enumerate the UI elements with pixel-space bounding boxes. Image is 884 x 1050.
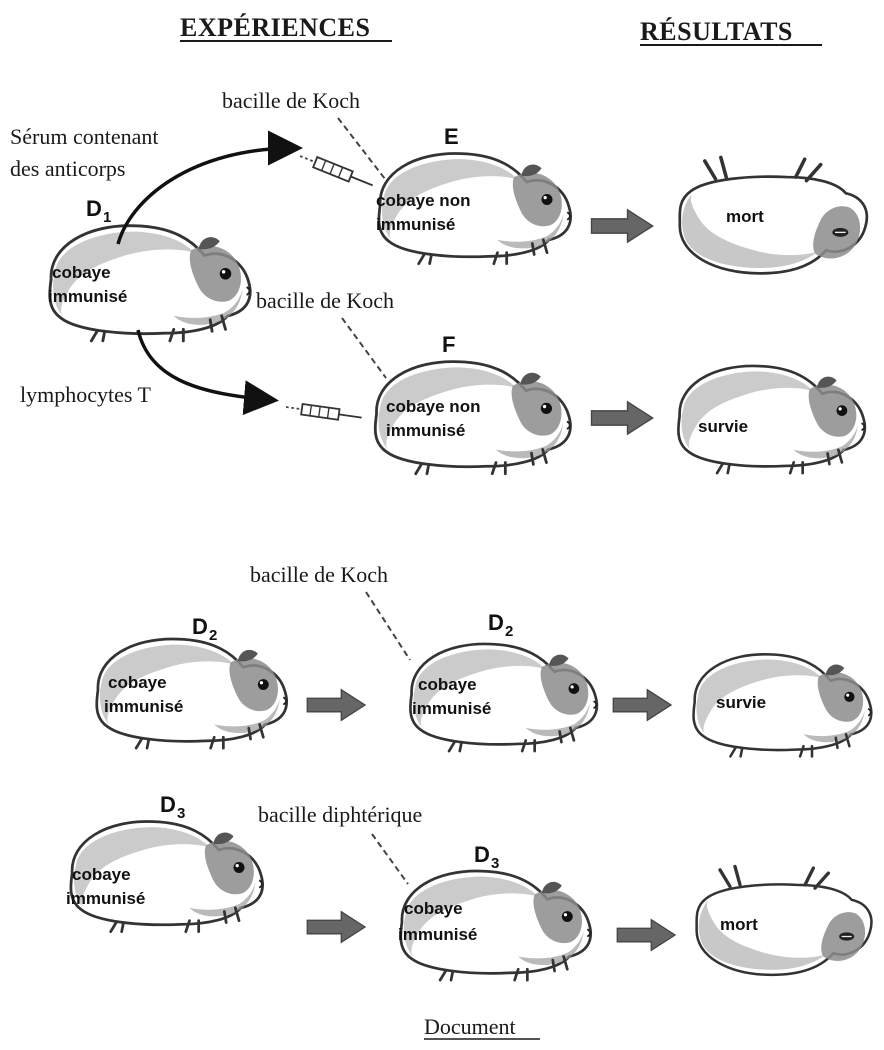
target-letter-f: F — [442, 332, 455, 357]
target-d3-label-line1: cobaye — [404, 899, 463, 918]
donor-d2-label-line2: immunisé — [104, 697, 183, 716]
injection-koch-line-d2 — [366, 592, 410, 660]
donor-d1-label-line1: cobaye — [52, 263, 111, 282]
donor-d3-label-line1: cobaye — [72, 865, 131, 884]
donor-letter-d2: D — [192, 614, 208, 639]
result-arrow-d3 — [617, 920, 675, 951]
donor-subscript-d3: 3 — [177, 805, 185, 822]
syringe-f-image — [285, 402, 362, 423]
result-arrow-f — [592, 402, 653, 434]
target-f-label-line2: immunisé — [386, 421, 465, 440]
donor-subscript-d2: 2 — [209, 627, 217, 644]
donor-subscript-d1: 1 — [103, 209, 111, 226]
target-e-label-line2: immunisé — [376, 215, 455, 234]
target-f-label-line1: cobaye non — [386, 397, 480, 416]
transition-arrow-d2 — [307, 690, 365, 721]
dead-guinea-pig-e-image — [680, 157, 867, 273]
result-arrow-e — [592, 210, 653, 242]
injection-label-koch-d2: bacille de Koch — [250, 562, 388, 587]
serum-label-line1: Sérum contenant — [10, 124, 158, 149]
document-caption: Document — [424, 1014, 516, 1039]
guinea-pig-d1-image — [50, 226, 250, 341]
target-e-label-line1: cobaye non — [376, 191, 470, 210]
donor-d2-label-line1: cobaye — [108, 673, 167, 692]
result-e-label: mort — [726, 207, 764, 226]
target-letter-e: E — [444, 124, 459, 149]
result-f-label: survie — [698, 417, 748, 436]
injection-koch-line-f — [342, 318, 386, 378]
injection-label-diphtheria: bacille diphtérique — [258, 802, 422, 827]
donor-d1-label-line2: immunisé — [48, 287, 127, 306]
lymphocyte-transfer-arrow — [138, 330, 272, 400]
result-arrow-d2 — [613, 690, 671, 721]
injection-label-koch: bacille de Koch — [222, 88, 360, 113]
experiment-row-d3: bacille diphtérique D 3 cobaye immunisé … — [66, 792, 871, 980]
donor-d3-label-line2: immunisé — [66, 889, 145, 908]
result-d3-label: mort — [720, 915, 758, 934]
experiment-row-d2: bacille de Koch D 2 cobaye immunisé D 2 … — [97, 562, 872, 756]
transition-arrow-d3 — [307, 912, 365, 943]
injection-diphtheria-line — [372, 834, 408, 884]
donor-letter-d3: D — [160, 792, 176, 817]
target-d3-label-line2: immunisé — [398, 925, 477, 944]
heading-experiences: EXPÉRIENCES — [180, 13, 370, 42]
syringe-e-image — [298, 151, 375, 190]
guinea-pig-d2-target-image — [410, 644, 596, 751]
target-letter-d2: D — [488, 610, 504, 635]
heading-resultats: RÉSULTATS — [640, 17, 793, 46]
target-letter-d3: D — [474, 842, 490, 867]
serum-label-line2: des anticorps — [10, 156, 125, 181]
target-d2-label-line1: cobaye — [418, 675, 477, 694]
experiment-row-e: bacille de Koch Sérum contenant des anti… — [10, 88, 867, 341]
injection-label-koch-f: bacille de Koch — [256, 288, 394, 313]
lymphocytes-label: lymphocytes T — [20, 382, 152, 407]
target-d2-label-line2: immunisé — [412, 699, 491, 718]
guinea-pig-d2-donor-image — [97, 639, 287, 748]
target-subscript-d3: 3 — [491, 855, 499, 872]
result-d2-label: survie — [716, 693, 766, 712]
target-subscript-d2: 2 — [505, 623, 513, 640]
guinea-pig-f-image — [375, 362, 570, 474]
donor-letter-d1: D — [86, 196, 102, 221]
